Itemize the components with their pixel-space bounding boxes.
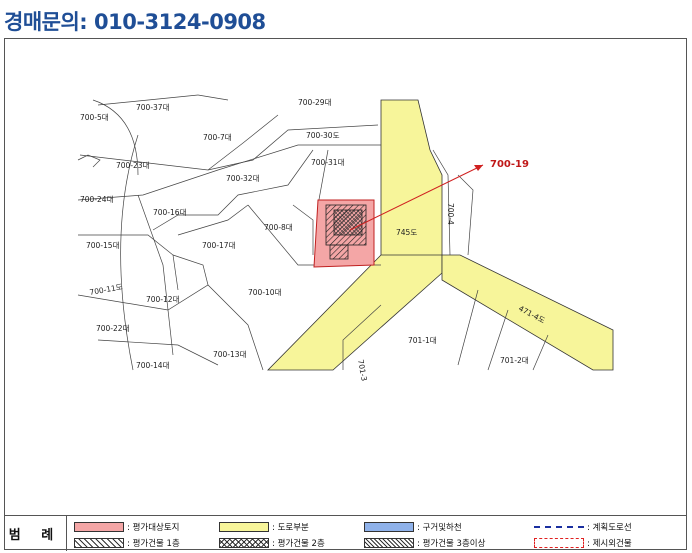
swatch-target-land — [74, 522, 124, 532]
parcel-label: 700-23대 — [116, 161, 150, 170]
parcel-label: 700-16대 — [153, 208, 187, 217]
road-diagonal — [267, 254, 443, 371]
parcel-labels: 700-37대 700-29대 700-5대 700-7대 700-30도 70… — [80, 98, 529, 370]
road-label-700-4: 700-4 — [446, 203, 455, 225]
legend-item-target-land: : 평가대상토지 — [74, 520, 180, 534]
parcel-label: 700-32대 — [226, 174, 260, 183]
legend-item-extra-building: : 제시외건물 — [534, 536, 632, 550]
swatch-stream — [364, 522, 414, 532]
swatch-building-3f — [364, 538, 414, 548]
target-arrow — [349, 164, 484, 231]
parcel-label: 700-8대 — [264, 223, 293, 232]
legend-item-building-1f: : 평가건물 1층 — [74, 536, 180, 550]
parcel-label: 700-7대 — [203, 133, 232, 142]
swatch-building-1f — [74, 538, 124, 548]
contact-header: 경매문의: 010-3124-0908 — [4, 10, 266, 34]
legend-item-stream: : 구거및하천 — [364, 520, 462, 534]
building-2f — [333, 209, 363, 236]
swatch-road — [219, 522, 269, 532]
road-label-701-3: 701-3 — [356, 359, 369, 382]
map-frame — [4, 38, 687, 550]
road-label-700-11: 700-11도 — [89, 282, 124, 297]
road-east — [441, 254, 614, 371]
parcel-label: 700-31대 — [311, 158, 345, 167]
parcel-label: 701-1대 — [408, 336, 437, 345]
parcel-label: 700-12대 — [146, 295, 180, 304]
target-arrow-head — [474, 165, 483, 171]
building-3f — [329, 244, 349, 260]
legend-title: 범 례 — [4, 516, 67, 551]
parcel-label: 700-14대 — [136, 361, 170, 370]
parcel-label: 700-30도 — [306, 131, 340, 140]
legend-item-planned-road: : 계획도로선 — [534, 520, 632, 534]
legend-item-road: : 도로부분 — [219, 520, 309, 534]
legend-item-building-3f: : 평가건물 3층이상 — [364, 536, 485, 550]
parcel-label: 700-29대 — [298, 98, 332, 107]
target-label: 700-19 — [490, 159, 529, 170]
parcel-label: 700-24대 — [80, 195, 114, 204]
parcel-label: 700-22대 — [96, 324, 130, 333]
legend-item-building-2f: : 평가건물 2층 — [219, 536, 325, 550]
parcel-label: 700-37대 — [136, 103, 170, 112]
parcel-label: 700-5대 — [80, 113, 109, 122]
parcel-label: 700-13대 — [213, 350, 247, 359]
swatch-planned-road — [534, 526, 584, 528]
cadastral-map: 700-19 745도 471-4도 701-3 700-11도 700-4 7… — [77, 94, 614, 382]
parcel-label: 700-10대 — [248, 288, 282, 297]
swatch-building-2f — [219, 538, 269, 548]
road-label-745: 745도 — [396, 228, 417, 237]
parcel-label: 700-17대 — [202, 241, 236, 250]
legend: 범 례 : 평가대상토지 : 도로부분 : 구거및하천 : 계획도로선 : 평가… — [4, 515, 687, 551]
parcel-label: 700-15대 — [86, 241, 120, 250]
parcel-label: 701-2대 — [500, 356, 529, 365]
swatch-extra-building — [534, 538, 584, 548]
